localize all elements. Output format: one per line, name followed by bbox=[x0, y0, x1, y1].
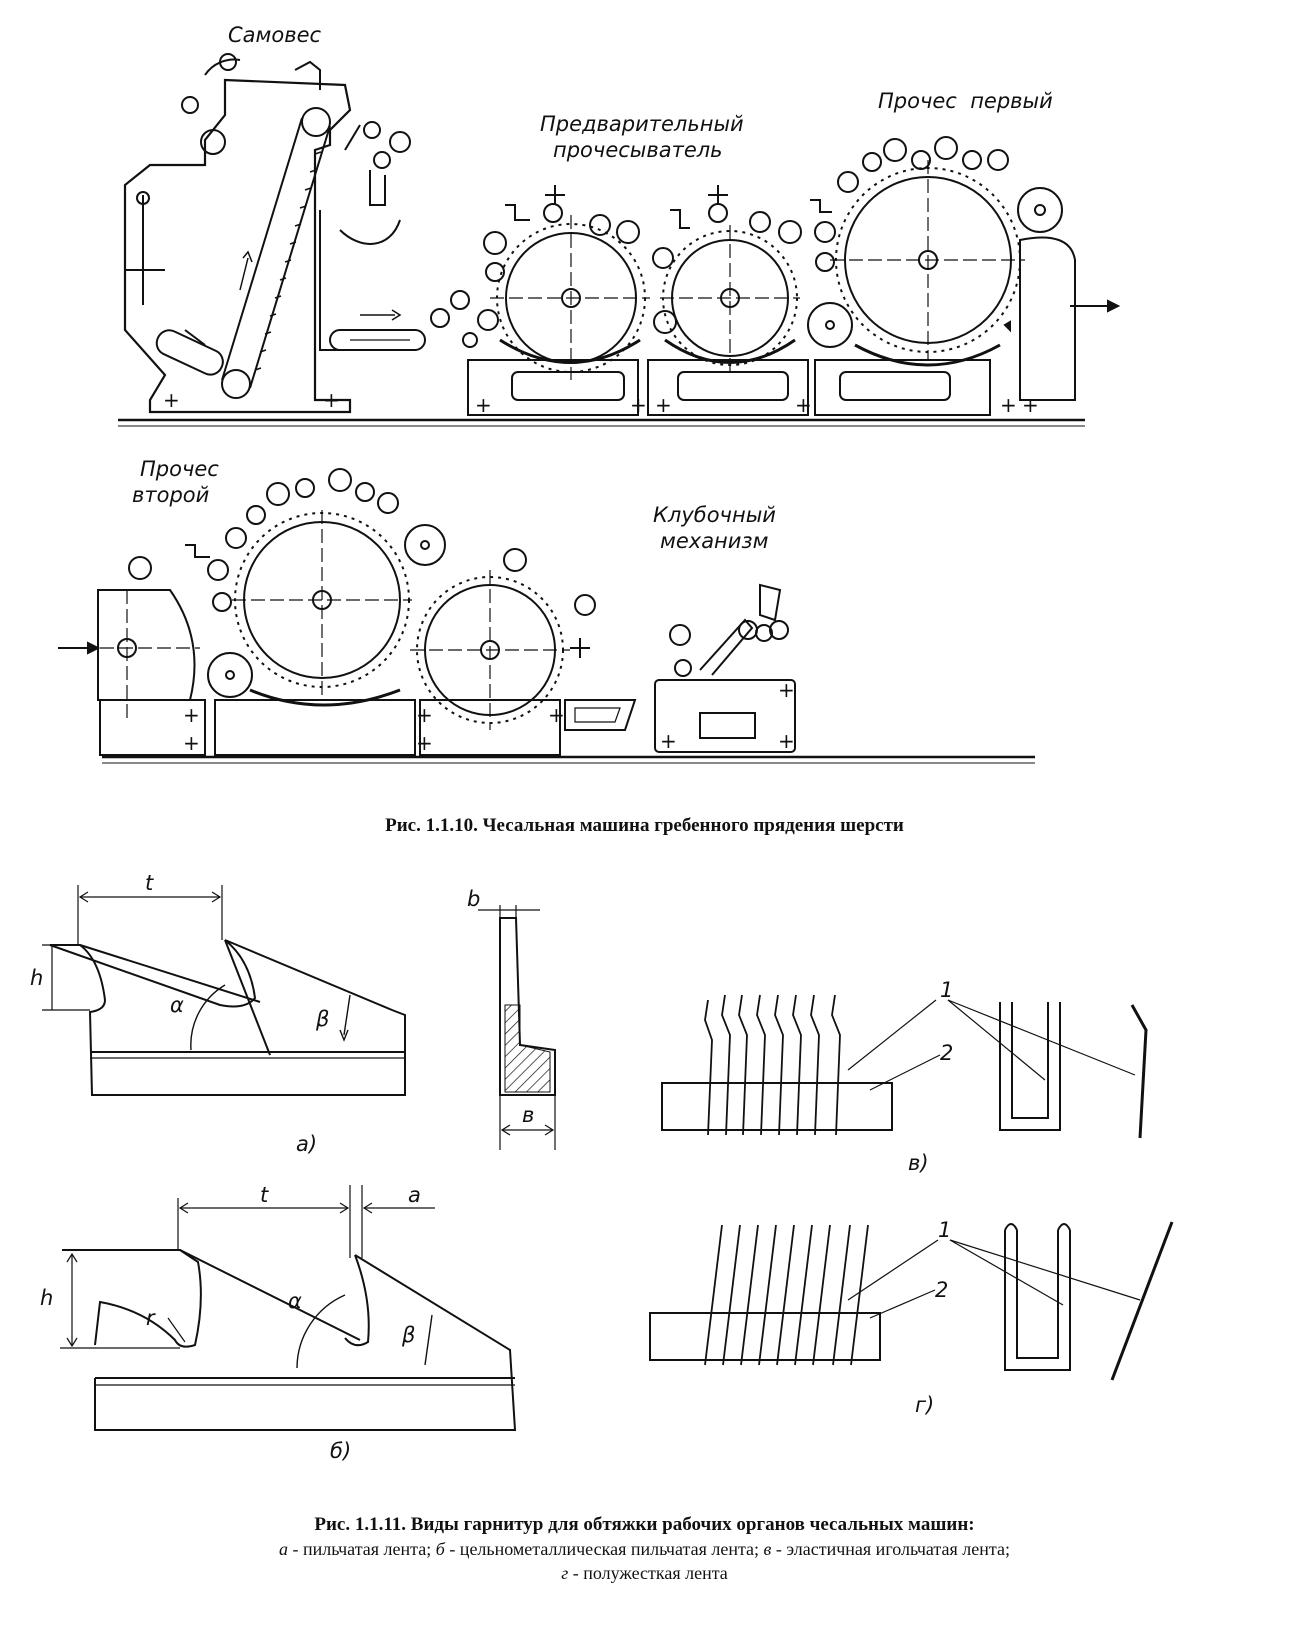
svg-text:+: + bbox=[795, 393, 812, 417]
svg-text:+: + bbox=[323, 388, 340, 412]
panel-a-cross-section: b в bbox=[467, 887, 556, 1150]
legend-text-g: - полужесткая лента bbox=[568, 1563, 728, 1583]
hopper-feeder: + + bbox=[123, 53, 411, 414]
svg-text:+: + bbox=[1000, 393, 1017, 417]
symbol-2-g: 2 bbox=[935, 1278, 948, 1302]
label-samoves: Самовес bbox=[228, 23, 322, 47]
legend-key-g: г bbox=[561, 1563, 569, 1583]
panel-v-elastic-wire: 1 2 в) bbox=[661, 978, 1148, 1175]
svg-text:+: + bbox=[655, 393, 672, 417]
legend-text-b: - цельнометаллическая пильчатая лента; bbox=[444, 1539, 764, 1559]
symbol-1-v: 1 bbox=[940, 978, 953, 1002]
svg-text:+: + bbox=[416, 731, 433, 755]
symbol-1-g: 1 bbox=[938, 1218, 951, 1242]
label-proches-first: Прочес первый bbox=[878, 89, 1053, 113]
symbol-alpha-b: α bbox=[288, 1289, 302, 1313]
symbol-t-a: t bbox=[145, 871, 154, 895]
label-proches-second-1: Прочес bbox=[140, 457, 219, 481]
panel-label-g: г) bbox=[915, 1393, 934, 1417]
inclined-lattice bbox=[221, 107, 331, 399]
second-carder-breast: + + bbox=[58, 556, 206, 756]
legend-text-a: - пильчатая лента; bbox=[288, 1539, 436, 1559]
svg-text:+: + bbox=[778, 729, 795, 753]
second-carder-doffer: + bbox=[410, 548, 596, 756]
figure-caption-2: Рис. 1.1.11. Виды гарнитур для обтяжки р… bbox=[314, 1514, 975, 1535]
svg-text:+: + bbox=[183, 703, 200, 727]
label-klub-1: Клубочный bbox=[653, 503, 776, 527]
svg-text:+: + bbox=[475, 393, 492, 417]
ball-winding-mechanism: + + + bbox=[654, 583, 796, 753]
label-preliminary-1: Предварительный bbox=[540, 112, 744, 136]
svg-text:+: + bbox=[163, 388, 180, 412]
svg-text:+: + bbox=[183, 731, 200, 755]
panel-label-b: б) bbox=[330, 1439, 351, 1463]
legend-key-a: а bbox=[279, 1539, 289, 1559]
figure-legend-line-1: а - пильчатая лента; б - цельнометалличе… bbox=[0, 1539, 1289, 1560]
svg-text:+: + bbox=[548, 703, 565, 727]
legend-text-v: - эластичная игольчатая лента; bbox=[771, 1539, 1010, 1559]
preliminary-carder: + + + + bbox=[430, 185, 812, 417]
trumpet bbox=[564, 699, 637, 731]
feed-apron bbox=[329, 329, 426, 351]
symbol-b-cyr: в bbox=[522, 1103, 534, 1127]
label-preliminary-2: прочесыватель bbox=[553, 138, 723, 162]
machine-top-row: + + bbox=[118, 23, 1121, 427]
label-proches-second-2: второй bbox=[132, 483, 209, 507]
panel-g-semi-rigid-wire: 1 2 г) bbox=[649, 1218, 1174, 1417]
panel-b-metallic-wire: t a h r α β б) bbox=[40, 1183, 517, 1463]
symbol-r-b: r bbox=[146, 1306, 156, 1330]
panel-label-v: в) bbox=[908, 1151, 929, 1175]
panel-a-saw-tooth: t h α β а) bbox=[30, 871, 406, 1156]
symbol-alpha-a: α bbox=[170, 993, 184, 1017]
legend-key-b: б bbox=[435, 1539, 445, 1559]
machine-bottom-row: + + + + bbox=[58, 457, 1035, 764]
figure-caption-1: Рис. 1.1.10. Чесальная машина гребенного… bbox=[385, 815, 904, 836]
symbol-a-b: a bbox=[408, 1183, 421, 1207]
symbol-2-v: 2 bbox=[940, 1041, 953, 1065]
svg-text:+: + bbox=[416, 703, 433, 727]
legend-key-v: в bbox=[763, 1539, 772, 1559]
svg-text:+: + bbox=[1022, 393, 1039, 417]
svg-text:+: + bbox=[660, 729, 677, 753]
figure-legend-line-2: г - полужесткая лента bbox=[0, 1563, 1289, 1584]
first-carder: + + bbox=[807, 136, 1121, 417]
symbol-b-small: b bbox=[467, 887, 480, 911]
svg-text:+: + bbox=[778, 678, 795, 702]
symbol-t-b: t bbox=[260, 1183, 269, 1207]
symbol-beta-b: β bbox=[401, 1323, 415, 1347]
second-carder-swift: + + bbox=[185, 468, 446, 756]
label-klub-2: механизм bbox=[660, 529, 769, 553]
svg-text:+: + bbox=[630, 393, 647, 417]
symbol-h-a: h bbox=[30, 966, 43, 990]
panel-label-a: а) bbox=[296, 1132, 317, 1156]
symbol-h-b: h bbox=[40, 1286, 53, 1310]
symbol-beta-a: β bbox=[315, 1007, 329, 1031]
